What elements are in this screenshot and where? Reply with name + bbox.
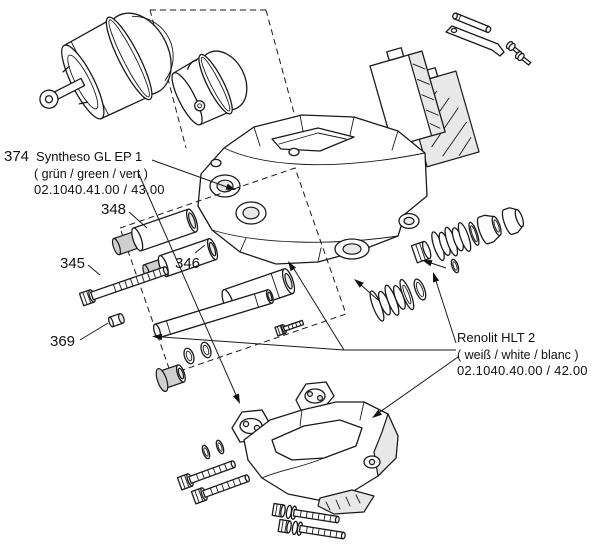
grease-name-green: Syntheso GL EP 1 (36, 149, 143, 164)
leader-lines (79, 159, 459, 418)
seal-ring-small (450, 258, 460, 274)
service-kit-box (119, 167, 347, 375)
cap-369 (107, 313, 125, 328)
label-renolit-block: Renolit HLT 2 ( weiß / white / blanc ) 0… (457, 330, 588, 379)
label-374-title: 374 Syntheso GL EP 1 (4, 147, 165, 166)
guide-pin-thin (152, 289, 274, 339)
label-374-ref: 374 (4, 148, 30, 165)
guide-pin-kit (78, 208, 305, 393)
grease-colors-green: ( grün / green / vert ) (34, 167, 148, 182)
retainer-screw (514, 51, 532, 66)
flanged-bushing (155, 364, 186, 393)
label-345: 345 (60, 255, 86, 272)
bolt-345 (78, 266, 169, 307)
brake-carrier (231, 381, 399, 515)
hex-bolt (190, 474, 250, 505)
hex-bolt (176, 460, 236, 491)
hex-bolt (271, 502, 340, 524)
piston-boot (369, 278, 427, 322)
o-ring (183, 347, 195, 365)
label-369: 369 (50, 333, 76, 350)
label-348: 348 (101, 201, 127, 218)
brake-pad-outer (369, 47, 446, 148)
retainer-screw (505, 41, 523, 56)
guide-bushing-kit (410, 207, 525, 264)
pad-retainer-kit (445, 12, 532, 66)
carrier-bolts-left (176, 439, 250, 505)
brake-pads (369, 47, 480, 168)
carrier-bolts-bottom (271, 502, 346, 540)
guide-sleeve-348 (111, 208, 199, 256)
grease-partno-white: 02.1040.40.00 / 42.00 (457, 362, 588, 378)
o-ring (200, 341, 212, 359)
brake-chamber (39, 12, 174, 120)
grease-partno-green: 02.1040.41.00 / 43.00 (34, 182, 165, 198)
retainer-pin (452, 12, 492, 34)
label-346: 346 (175, 255, 201, 272)
spring-brake-chamber (171, 50, 248, 126)
grease-colors-white: ( weiß / white / blanc ) (457, 347, 579, 362)
label-374-block: 374 Syntheso GL EP 1 ( grün / green / ver… (4, 147, 165, 199)
small-screw (274, 319, 305, 337)
washer (215, 439, 225, 455)
hex-bolt (277, 518, 346, 540)
pad-retainer-bar (445, 25, 505, 57)
washer (201, 444, 211, 460)
grease-name-white: Renolit HLT 2 (457, 330, 536, 345)
